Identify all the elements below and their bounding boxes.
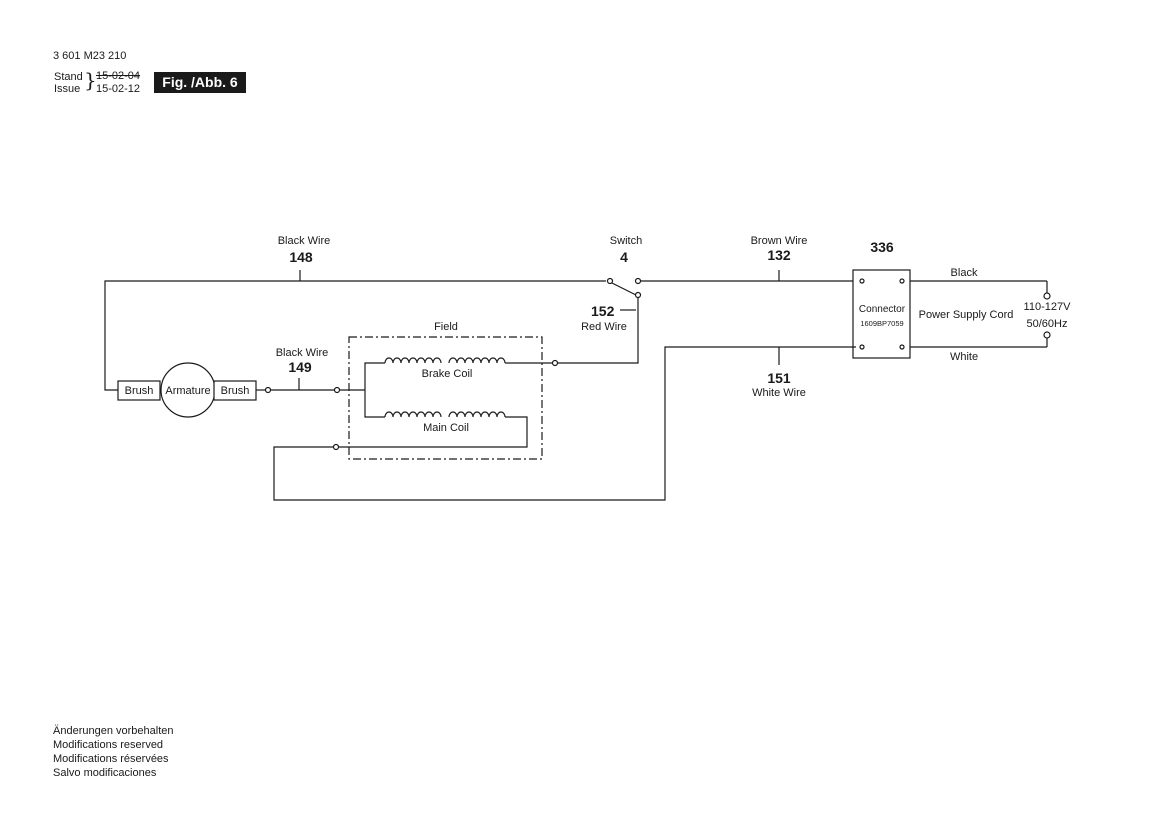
figure-label: Fig. /Abb. 6 [154,72,246,93]
brake-coil-winding [384,357,506,364]
wire-148-line [104,280,606,391]
main-coil-lead-left [364,390,385,418]
brush-left-box [117,380,161,401]
voltage-label: 110-127V [1023,301,1071,313]
stand-label: Stand [54,71,83,83]
wire-149-terminal-right [333,386,341,394]
footer-note-de: Änderungen vorbehalten [53,725,174,737]
main-coil-lead-right [339,416,528,448]
field-label: Field [434,321,458,333]
switch-contact-lower [634,291,642,299]
wire-151-label: White Wire [752,387,806,399]
connector-box [852,269,911,359]
brush-right-box [213,380,257,401]
brake-coil-lead-left [364,362,385,390]
connector-terminal [859,278,865,284]
switch-lever [611,282,637,296]
switch-contact-right [634,277,642,285]
connector-terminal [899,278,905,284]
switch-contact-left [606,277,614,285]
brush-left-label: Brush [124,385,154,397]
wire-149-number: 149 [288,359,312,375]
frequency-label: 50/60Hz [1026,318,1068,330]
brush-right-label: Brush [220,385,250,397]
cord-white-label: White [949,351,979,363]
main-coil-label: Main Coil [423,422,469,434]
stand-date: 15-02-04 [96,70,141,82]
armature-label: Armature [165,385,211,397]
footer-note-en: Modifications reserved [53,739,164,751]
wire-151-line [273,346,856,501]
switch-label: Switch [609,235,643,247]
main-coil-terminal [332,443,340,451]
wire-151-number: 151 [767,370,791,386]
connector-label: Connector [858,304,906,315]
field-box [348,336,543,460]
wire-149-label: Black Wire [275,347,329,359]
connector-part-number: 1609BP7059 [860,319,904,328]
brace-symbol: } [84,68,97,92]
wire-152-number: 152 [591,303,615,319]
wire-149-terminal-left [264,386,272,394]
issue-label: Issue [54,83,81,95]
footer-note-fr: Modifications réservées [53,753,169,765]
wire-148-label: Black Wire [277,235,331,247]
connector-terminal [859,344,865,350]
wire-148-number: 148 [289,249,313,265]
plug-terminal-top [1043,292,1051,300]
footer-note-es: Salvo modificaciones [53,767,157,779]
brake-coil-label: Brake Coil [421,368,473,380]
wire-152-line [557,298,639,364]
wire-132-number: 132 [767,247,791,263]
wire-152-label: Red Wire [581,321,627,333]
issue-date: 15-02-12 [96,83,141,95]
wire-132-label: Brown Wire [750,235,808,247]
main-coil-winding [384,411,506,418]
power-supply-cord-label: Power Supply Cord [918,309,1014,321]
connector-number: 336 [870,239,894,255]
plug-terminal-bottom [1043,331,1051,339]
brake-coil-terminal [551,359,559,367]
switch-number: 4 [620,249,628,265]
document-number: 3 601 M23 210 [53,50,127,62]
cord-black-label: Black [950,267,978,279]
connector-terminal [899,344,905,350]
